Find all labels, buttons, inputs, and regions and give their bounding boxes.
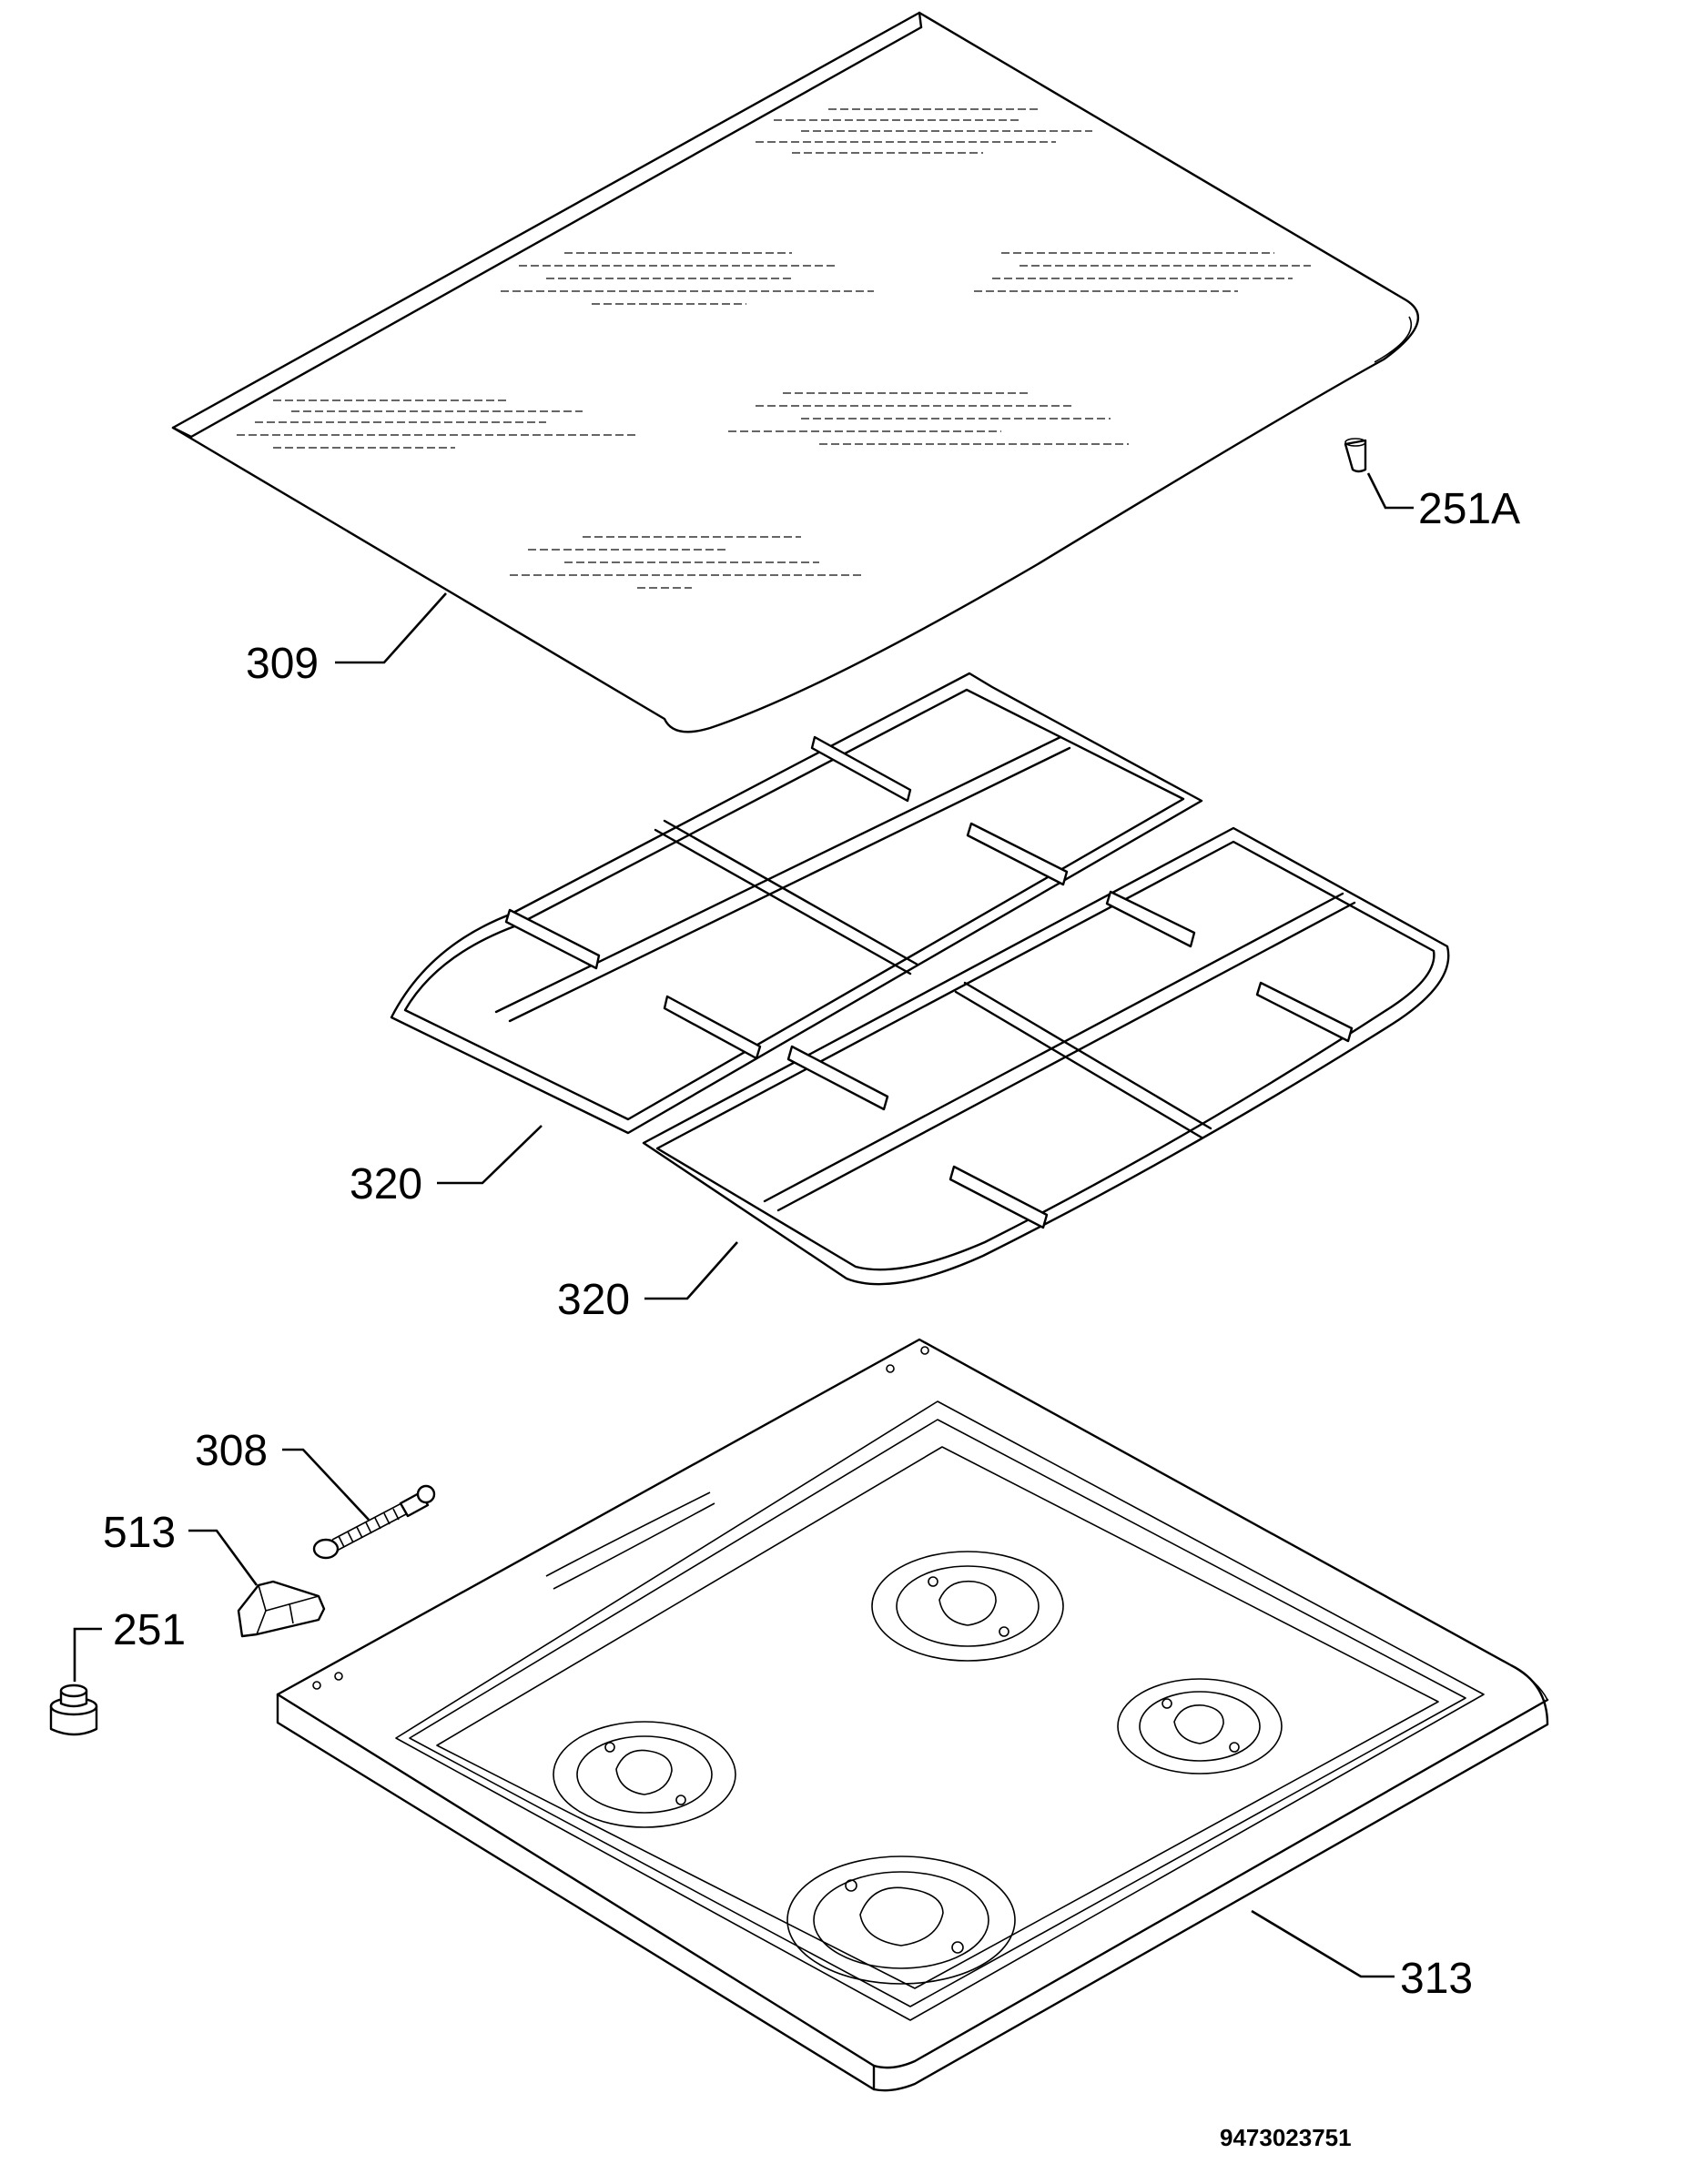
callout-313: 313: [1400, 1955, 1473, 2003]
leader-308: [282, 1448, 370, 1521]
callout-251: 251: [113, 1606, 186, 1654]
callout-251a: 251A: [1418, 485, 1520, 533]
callout-309: 309: [246, 640, 319, 688]
knob-part: [49, 1684, 98, 1736]
burner-seat-rear-right: [1117, 1678, 1283, 1774]
leader-251a: [1366, 472, 1414, 510]
pan-support-part-lower: [642, 826, 1450, 1286]
callout-308: 308: [195, 1427, 268, 1475]
hob-top-part: [276, 1338, 1549, 2092]
cap-part-251a: [1344, 438, 1367, 473]
callout-320-upper: 320: [350, 1160, 422, 1208]
burner-seat-front-left: [553, 1721, 736, 1828]
leader-513: [188, 1529, 259, 1586]
pan-support-part-upper: [390, 672, 1203, 1135]
burner-seat-rear-left: [871, 1551, 1064, 1662]
leader-320b: [644, 1241, 738, 1300]
glass-lid-part: [171, 11, 1419, 733]
callout-320-lower: 320: [557, 1276, 630, 1324]
leader-lines: [73, 472, 1414, 1978]
leader-309: [335, 592, 447, 664]
glass-reflection-hatching: [237, 108, 1311, 589]
spring-screw-part: [312, 1484, 436, 1560]
leader-251: [73, 1627, 102, 1682]
burner-seat-front-right: [786, 1855, 1016, 1985]
leader-313: [1251, 1909, 1395, 1978]
document-number: 9473023751: [1220, 2124, 1352, 2151]
bracket-part: [237, 1580, 326, 1638]
callout-513: 513: [103, 1509, 176, 1557]
leader-320a: [437, 1125, 543, 1185]
